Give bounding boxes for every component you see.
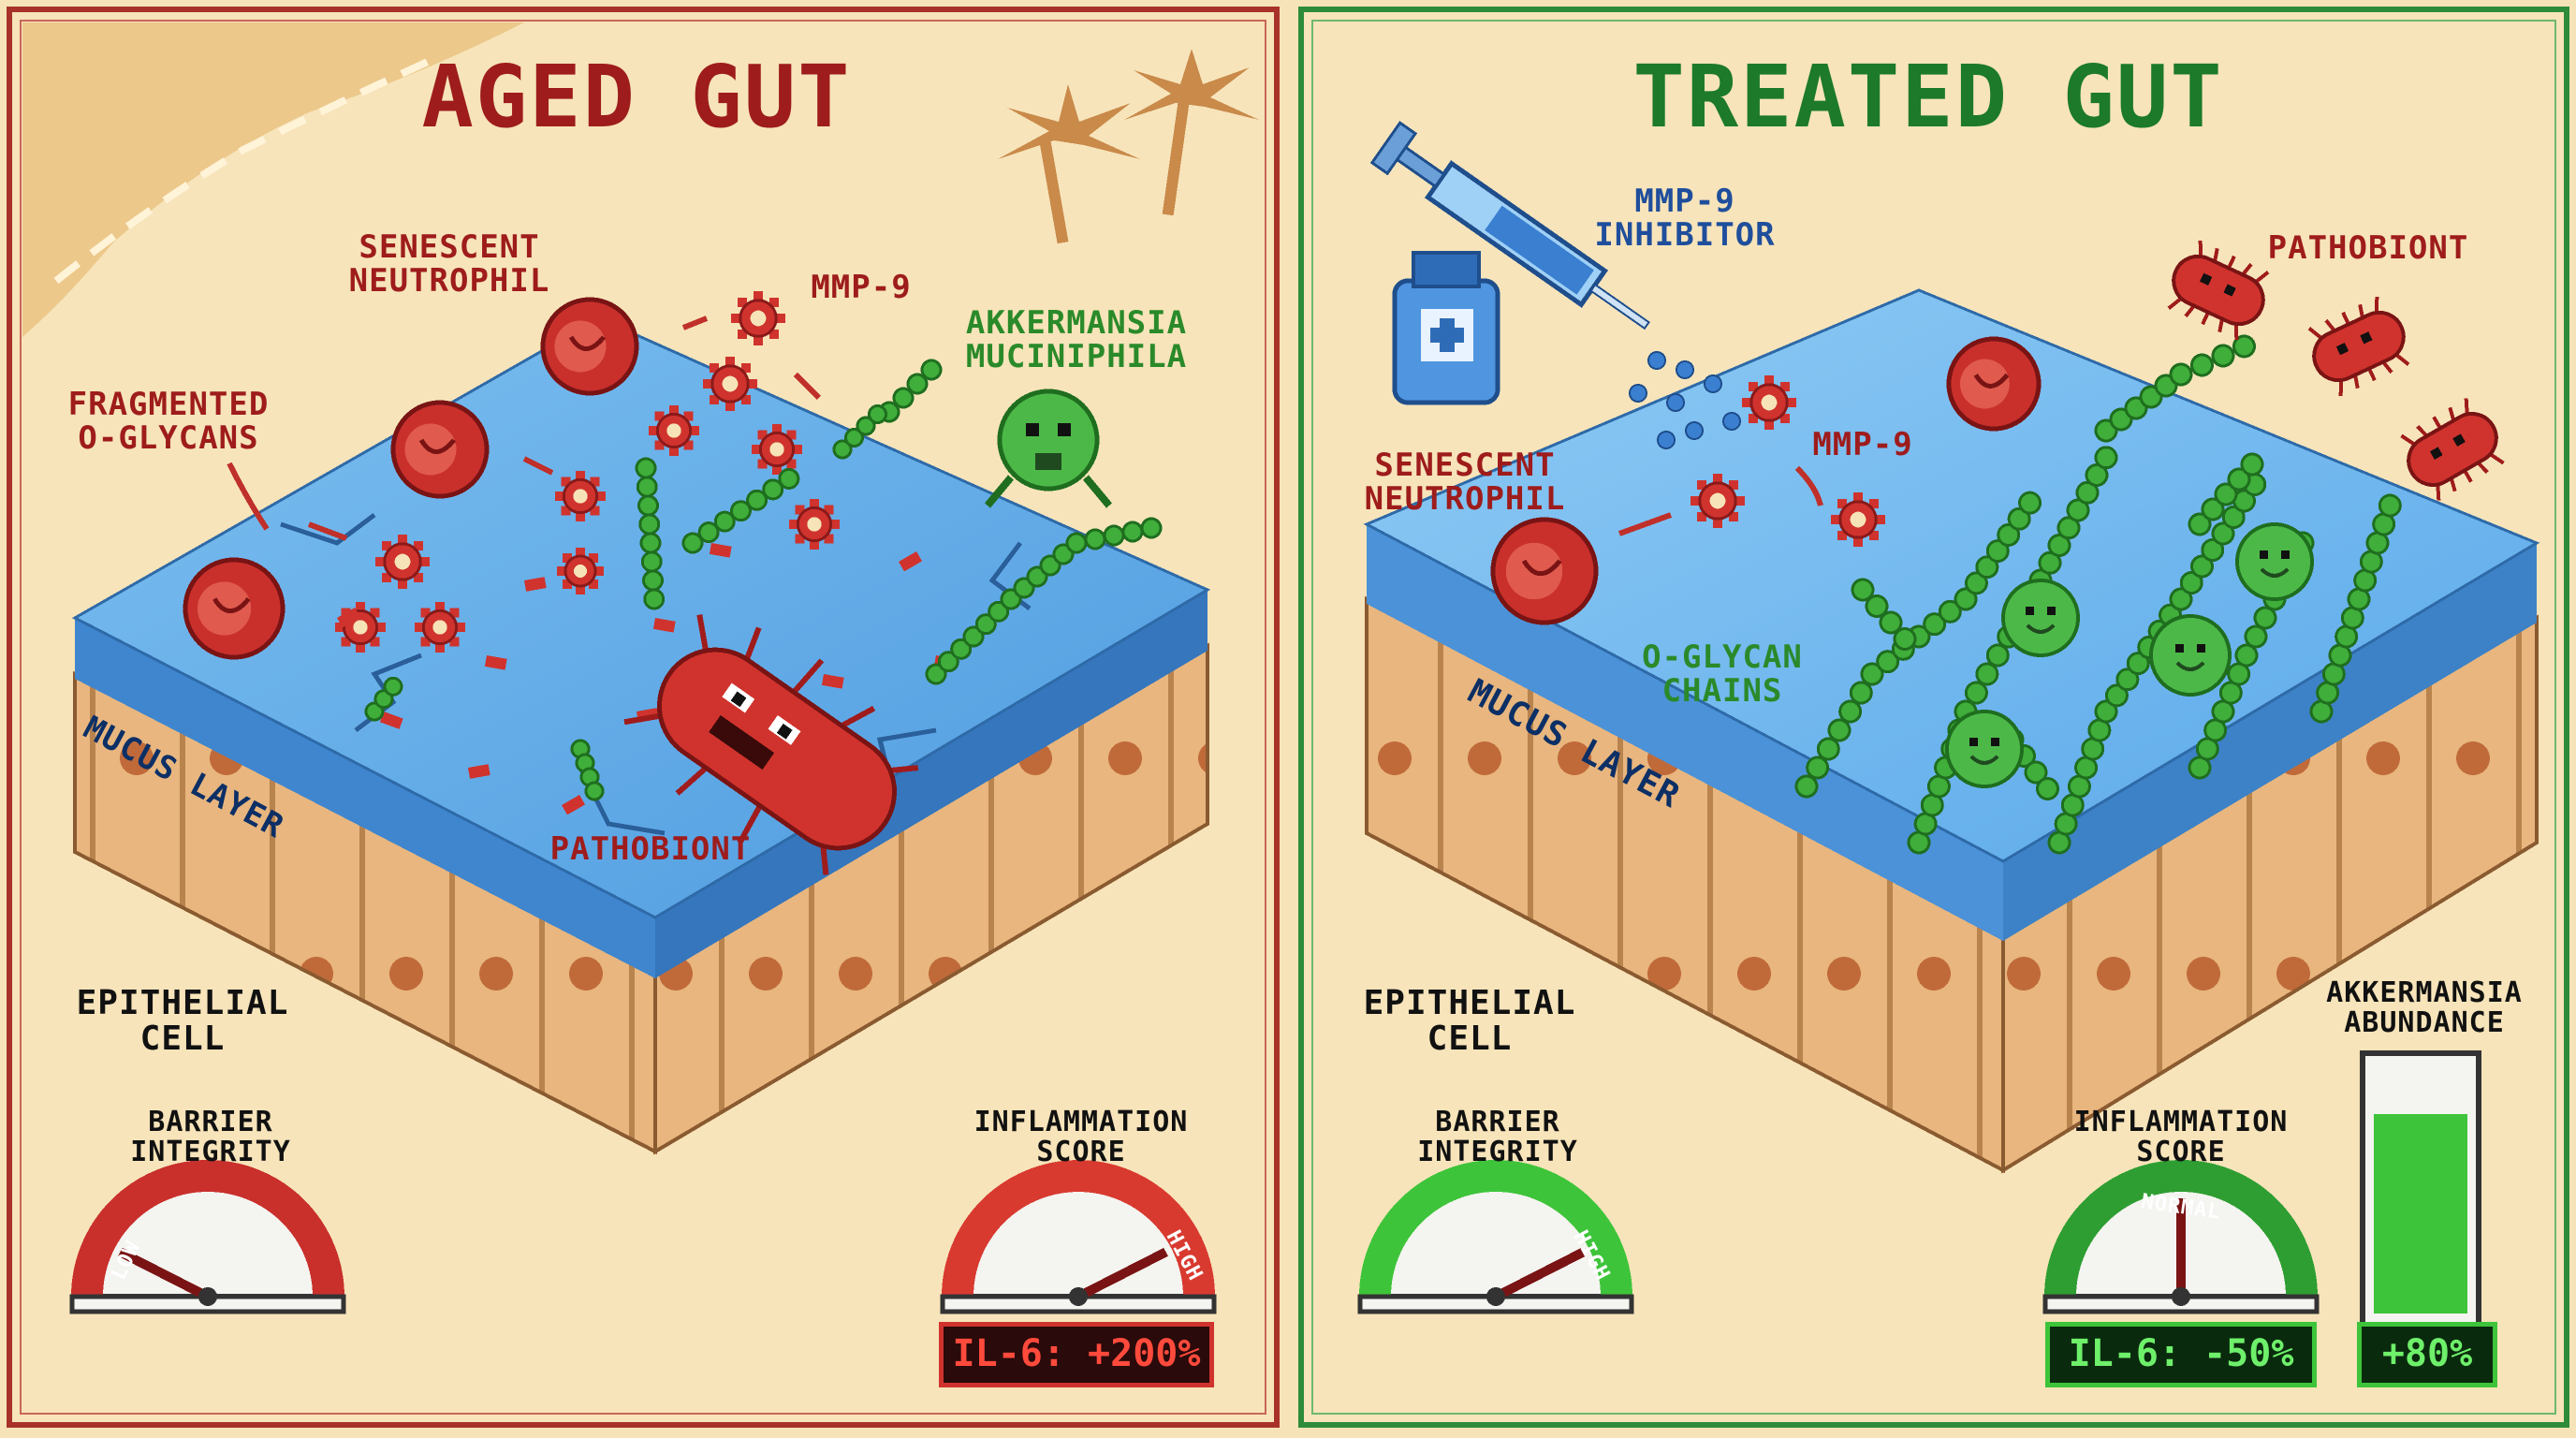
- aged-akkermansia-label: AKKERMANSIA MUCINIPHILA: [965, 304, 1188, 375]
- aged-epithelial-label: EPITHELIAL CELL: [76, 984, 289, 1058]
- aged-inflammation-gauge-title: INFLAMMATION SCORE: [973, 1106, 1189, 1168]
- akkermansia-abundance-readout: +80%: [2357, 1322, 2497, 1387]
- vial-icon: [1392, 251, 1500, 405]
- neutrophil-icon: [1490, 336, 2042, 625]
- inhibitor-droplets: [1629, 351, 1741, 449]
- pathobiont-bacterium-icon: [623, 614, 919, 875]
- syringe-icon: [1369, 121, 1650, 330]
- oglycan-chain-fragments: [364, 359, 1163, 801]
- aged-panel-title: AGED GUT: [421, 47, 852, 147]
- treated-inflammation-gauge-title: INFLAMMATION SCORE: [2073, 1106, 2289, 1168]
- treated-mmp9-label: MMP-9: [1812, 426, 1913, 463]
- treated-neutrophil-label: SENESCENT NEUTROPHIL: [1364, 447, 1566, 518]
- gauges: [69, 1160, 2320, 1314]
- aged-il6-readout: IL-6: +200%: [939, 1322, 1214, 1387]
- palm-tree-icon: [998, 49, 1259, 244]
- aged-arrows: [227, 315, 822, 541]
- treated-arrows: [1617, 465, 1823, 536]
- aged-pathobiont-label: PATHOBIONT: [549, 830, 752, 868]
- inhibitor-label: MMP-9 INHIBITOR: [1594, 183, 1776, 254]
- treated-tissue-block: [1363, 288, 2540, 1174]
- akkermansia-abundance-bar: [2360, 1050, 2481, 1328]
- treated-panel-title: TREATED GUT: [1632, 47, 2224, 147]
- akkermansia-bacterium-icon: [984, 389, 1113, 508]
- oglycan-chains-label: O-GLYCAN CHAINS: [1642, 638, 1803, 710]
- aged-barrier-gauge-title: BARRIER INTEGRITY: [130, 1106, 291, 1168]
- treated-epithelial-label: EPITHELIAL CELL: [1363, 984, 1576, 1058]
- treated-il6-readout: IL-6: -50%: [2045, 1322, 2317, 1387]
- akkermansia-abundance-title: AKKERMANSIA ABUNDANCE: [2326, 976, 2523, 1039]
- aged-neutrophil-label: SENESCENT NEUTROPHIL: [348, 228, 550, 300]
- mmp9-enzyme-icon: [1690, 375, 1885, 547]
- pathobiont-bacterium-icon: [2167, 240, 2505, 501]
- treated-barrier-gauge-title: BARRIER INTEGRITY: [1417, 1106, 1578, 1168]
- treated-pathobiont-label: PATHOBIONT: [2267, 229, 2469, 267]
- akkermansia-bacterium-icon: [1945, 522, 2314, 788]
- mmp9-enzyme-icon: [335, 291, 840, 653]
- neutrophil-icon: [183, 297, 639, 660]
- fragmented-glycans-label: FRAGMENTED O-GLYCANS: [67, 386, 270, 457]
- aged-mmp9-label: MMP-9: [811, 269, 912, 306]
